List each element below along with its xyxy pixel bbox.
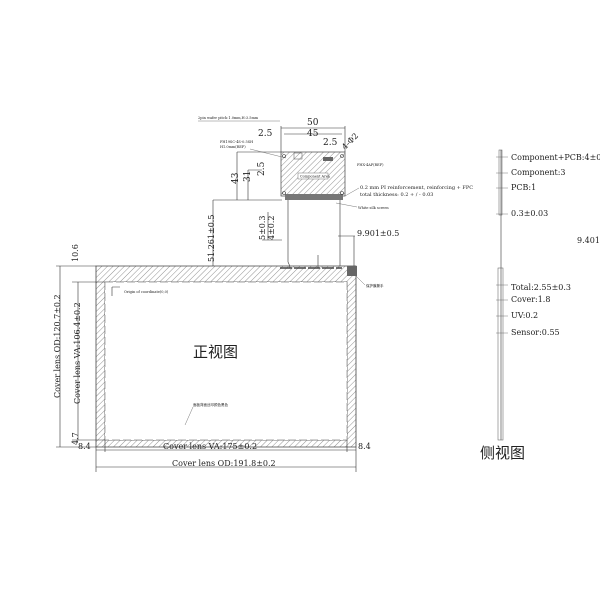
fpc-gold-fingers (285, 194, 343, 200)
reinforce-note-2: total thickness: 0.2 + / - 0.03 (360, 192, 433, 198)
side-label-component: Component:3 (511, 168, 566, 177)
protective-film-tab (347, 266, 357, 276)
side-dim-cutoff: 9.401± (577, 236, 600, 245)
dim-fpc-a: 5±0.3 (258, 215, 267, 240)
side-label-sensor: Sensor:0.55 (511, 328, 560, 337)
front-view: Origin of coordinate(0,0) 正视图 面板背面丝印颜色黑色… (53, 199, 399, 472)
dim-2-5-c: 2.5 (257, 161, 267, 176)
dim-right-margin: 8.4 (358, 442, 371, 451)
dim-fpc-offset: 9.901±0.5 (357, 229, 399, 238)
ic-note: FHX-4AP(REF) (357, 163, 384, 167)
side-label-pcb: PCB:1 (511, 183, 536, 192)
dim-fpc-b: 4±0.2 (267, 215, 276, 240)
origin-axes-icon (111, 286, 120, 296)
dim-31: 31 (243, 171, 253, 182)
tab-note: 保护膜撕手 (366, 283, 384, 288)
side-label-cover: Cover:1.8 (511, 295, 550, 304)
pitch-note: 2pin wafer pitch:1.0mm,H:3.5mm (198, 116, 259, 120)
dim-fpc-length: 51.261±0.5 (207, 215, 216, 262)
front-view-title: 正视图 (193, 343, 238, 361)
dim-43: 43 (231, 172, 241, 184)
side-label-reinforcement: 0.3±0.03 (511, 209, 548, 218)
connector-note-1: FH19SC-4S-0.5SH (220, 140, 253, 144)
silk-note: White silk screen (358, 206, 389, 210)
dim-top-margin: 10.6 (71, 244, 80, 262)
origin-label: Origin of coordinate(0,0) (124, 290, 169, 294)
side-label-total: Total:2.55±0.3 (511, 283, 571, 292)
dim-50: 50 (307, 118, 319, 128)
side-view: Component+PCB:4±0.5 Component:3 PCB:1 0.… (480, 149, 600, 462)
dim-45: 45 (307, 129, 319, 139)
side-label-component-pcb: Component+PCB:4±0.5 (511, 153, 600, 162)
dim-od-width: Cover lens OD:191.8±0.2 (172, 459, 276, 468)
component-area-label: Component Area (300, 175, 330, 179)
reinforce-note-1: 0.2 mm PI reinforcement, reinforcing + F… (360, 185, 473, 191)
dim-va-height: Cover lens VA:106.4±0.2 (73, 302, 82, 404)
side-view-title: 侧视图 (480, 444, 525, 462)
edge-note: 面板背面丝印颜色黑色 (193, 402, 228, 407)
side-label-uv: UV:0.2 (511, 311, 538, 320)
dim-2-5-a: 2.5 (258, 129, 273, 139)
viewing-area (104, 281, 348, 441)
dim-bottom-margin: 4.7 (71, 432, 80, 445)
dim-od-height: Cover lens OD:120.7±0.2 (53, 294, 62, 398)
dim-2-5-b: 2.5 (323, 138, 338, 148)
dim-holes: 4-Φ2 (340, 131, 360, 151)
connector-note-2: H1.0mm(REF) (220, 145, 246, 149)
dim-left-margin: 8.4 (78, 442, 91, 451)
fpc-drawing: Component Area 50 45 2.5 2.5 4-Φ2 43 31 … (198, 116, 473, 269)
dim-va-width: Cover lens VA:175±0.2 (163, 442, 257, 451)
